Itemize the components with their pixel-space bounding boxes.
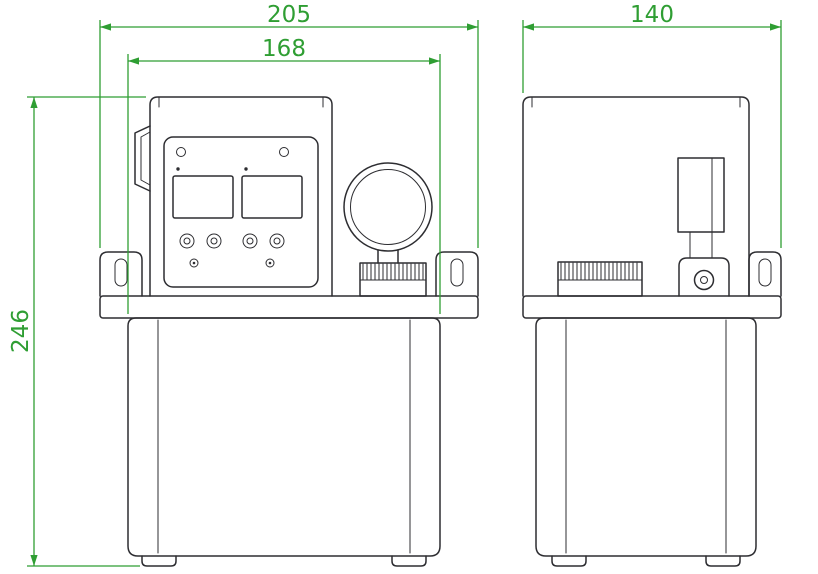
side-gauge-stem (689, 231, 713, 259)
panel-dot-left (176, 167, 180, 171)
side-tank-corner-edges (565, 319, 727, 554)
arrowhead-top (30, 97, 38, 108)
arrowhead-left (523, 23, 534, 31)
side-foot-left (551, 555, 587, 567)
display-window-left (172, 175, 234, 219)
side-gauge (677, 157, 730, 297)
depth-label: 140 (630, 2, 674, 28)
side-clip-inner (140, 131, 151, 186)
display-window-right (241, 175, 303, 219)
side-plate-band (522, 295, 782, 319)
dimension-overall-width: 205 (99, 2, 479, 248)
side-housing-top-seam (531, 96, 741, 108)
front-plate-band (99, 295, 479, 319)
panel-button-1 (179, 233, 195, 249)
front-foot-right (391, 555, 427, 567)
indicator-light-right (279, 147, 289, 157)
front-ear-left (99, 251, 143, 297)
panel-dot-center (244, 167, 248, 171)
pressure-gauge (343, 162, 433, 297)
gauge-fitting-ribs (362, 263, 424, 281)
arrowhead-bottom (30, 555, 38, 566)
arrowhead-right (770, 23, 781, 31)
panel-button-2 (206, 233, 222, 249)
panel-screw-left (189, 258, 199, 268)
gauge-outer-rim (343, 162, 433, 252)
side-view (522, 96, 782, 567)
front-housing-top-seam (158, 96, 324, 108)
front-ear-right-slot (450, 258, 464, 287)
dimension-overall-height: 246 (8, 96, 146, 567)
front-mounting-plate (99, 251, 479, 319)
arrowhead-left (128, 57, 139, 65)
front-view (99, 96, 479, 567)
gauge-inner-rim (350, 169, 426, 245)
front-tank-outline (127, 317, 441, 557)
front-foot-left (141, 555, 177, 567)
dimension-depth: 140 (522, 2, 782, 248)
overall-height-label: 246 (8, 309, 34, 353)
side-gauge-body (677, 157, 725, 233)
arrowhead-left (100, 23, 111, 31)
panel-button-row (179, 233, 285, 249)
indicator-light-left (176, 147, 186, 157)
panel-button-3-ring (246, 237, 254, 245)
side-clip-outer (134, 125, 151, 192)
panel-screw-right-dot (268, 261, 272, 265)
side-foot-right (705, 555, 741, 567)
arrowhead-right (467, 23, 478, 31)
front-ear-left-slot (114, 258, 128, 287)
side-flange-slot (758, 258, 772, 287)
arrowhead-right (429, 57, 440, 65)
dimension-inner-width: 168 (127, 36, 441, 314)
panel-button-3 (242, 233, 258, 249)
front-tank-corner-edges (157, 319, 411, 554)
panel-button-4 (269, 233, 285, 249)
front-housing-outline (149, 96, 333, 297)
panel-button-2-ring (210, 237, 218, 245)
side-flange (748, 251, 782, 297)
side-housing-outline (522, 96, 750, 297)
inner-width-label: 168 (262, 36, 306, 62)
gauge-stem (377, 249, 399, 264)
panel-button-1-ring (183, 237, 191, 245)
side-strip-ribs (560, 262, 638, 281)
dimension-annotations: 205 168 140 246 (8, 2, 782, 567)
side-gauge-pivot-hole (700, 276, 708, 284)
front-ear-right (435, 251, 479, 297)
front-tank (127, 317, 441, 567)
side-gauge-pivot (693, 269, 715, 291)
side-tank (535, 317, 757, 567)
overall-width-label: 205 (267, 2, 311, 28)
side-gauge-mount (678, 257, 730, 297)
panel-screw-right (265, 258, 275, 268)
panel-screw-left-dot (192, 261, 196, 265)
control-panel (163, 136, 319, 288)
side-tank-outline (535, 317, 757, 557)
side-terminal-strip (557, 261, 643, 297)
panel-button-4-ring (273, 237, 281, 245)
